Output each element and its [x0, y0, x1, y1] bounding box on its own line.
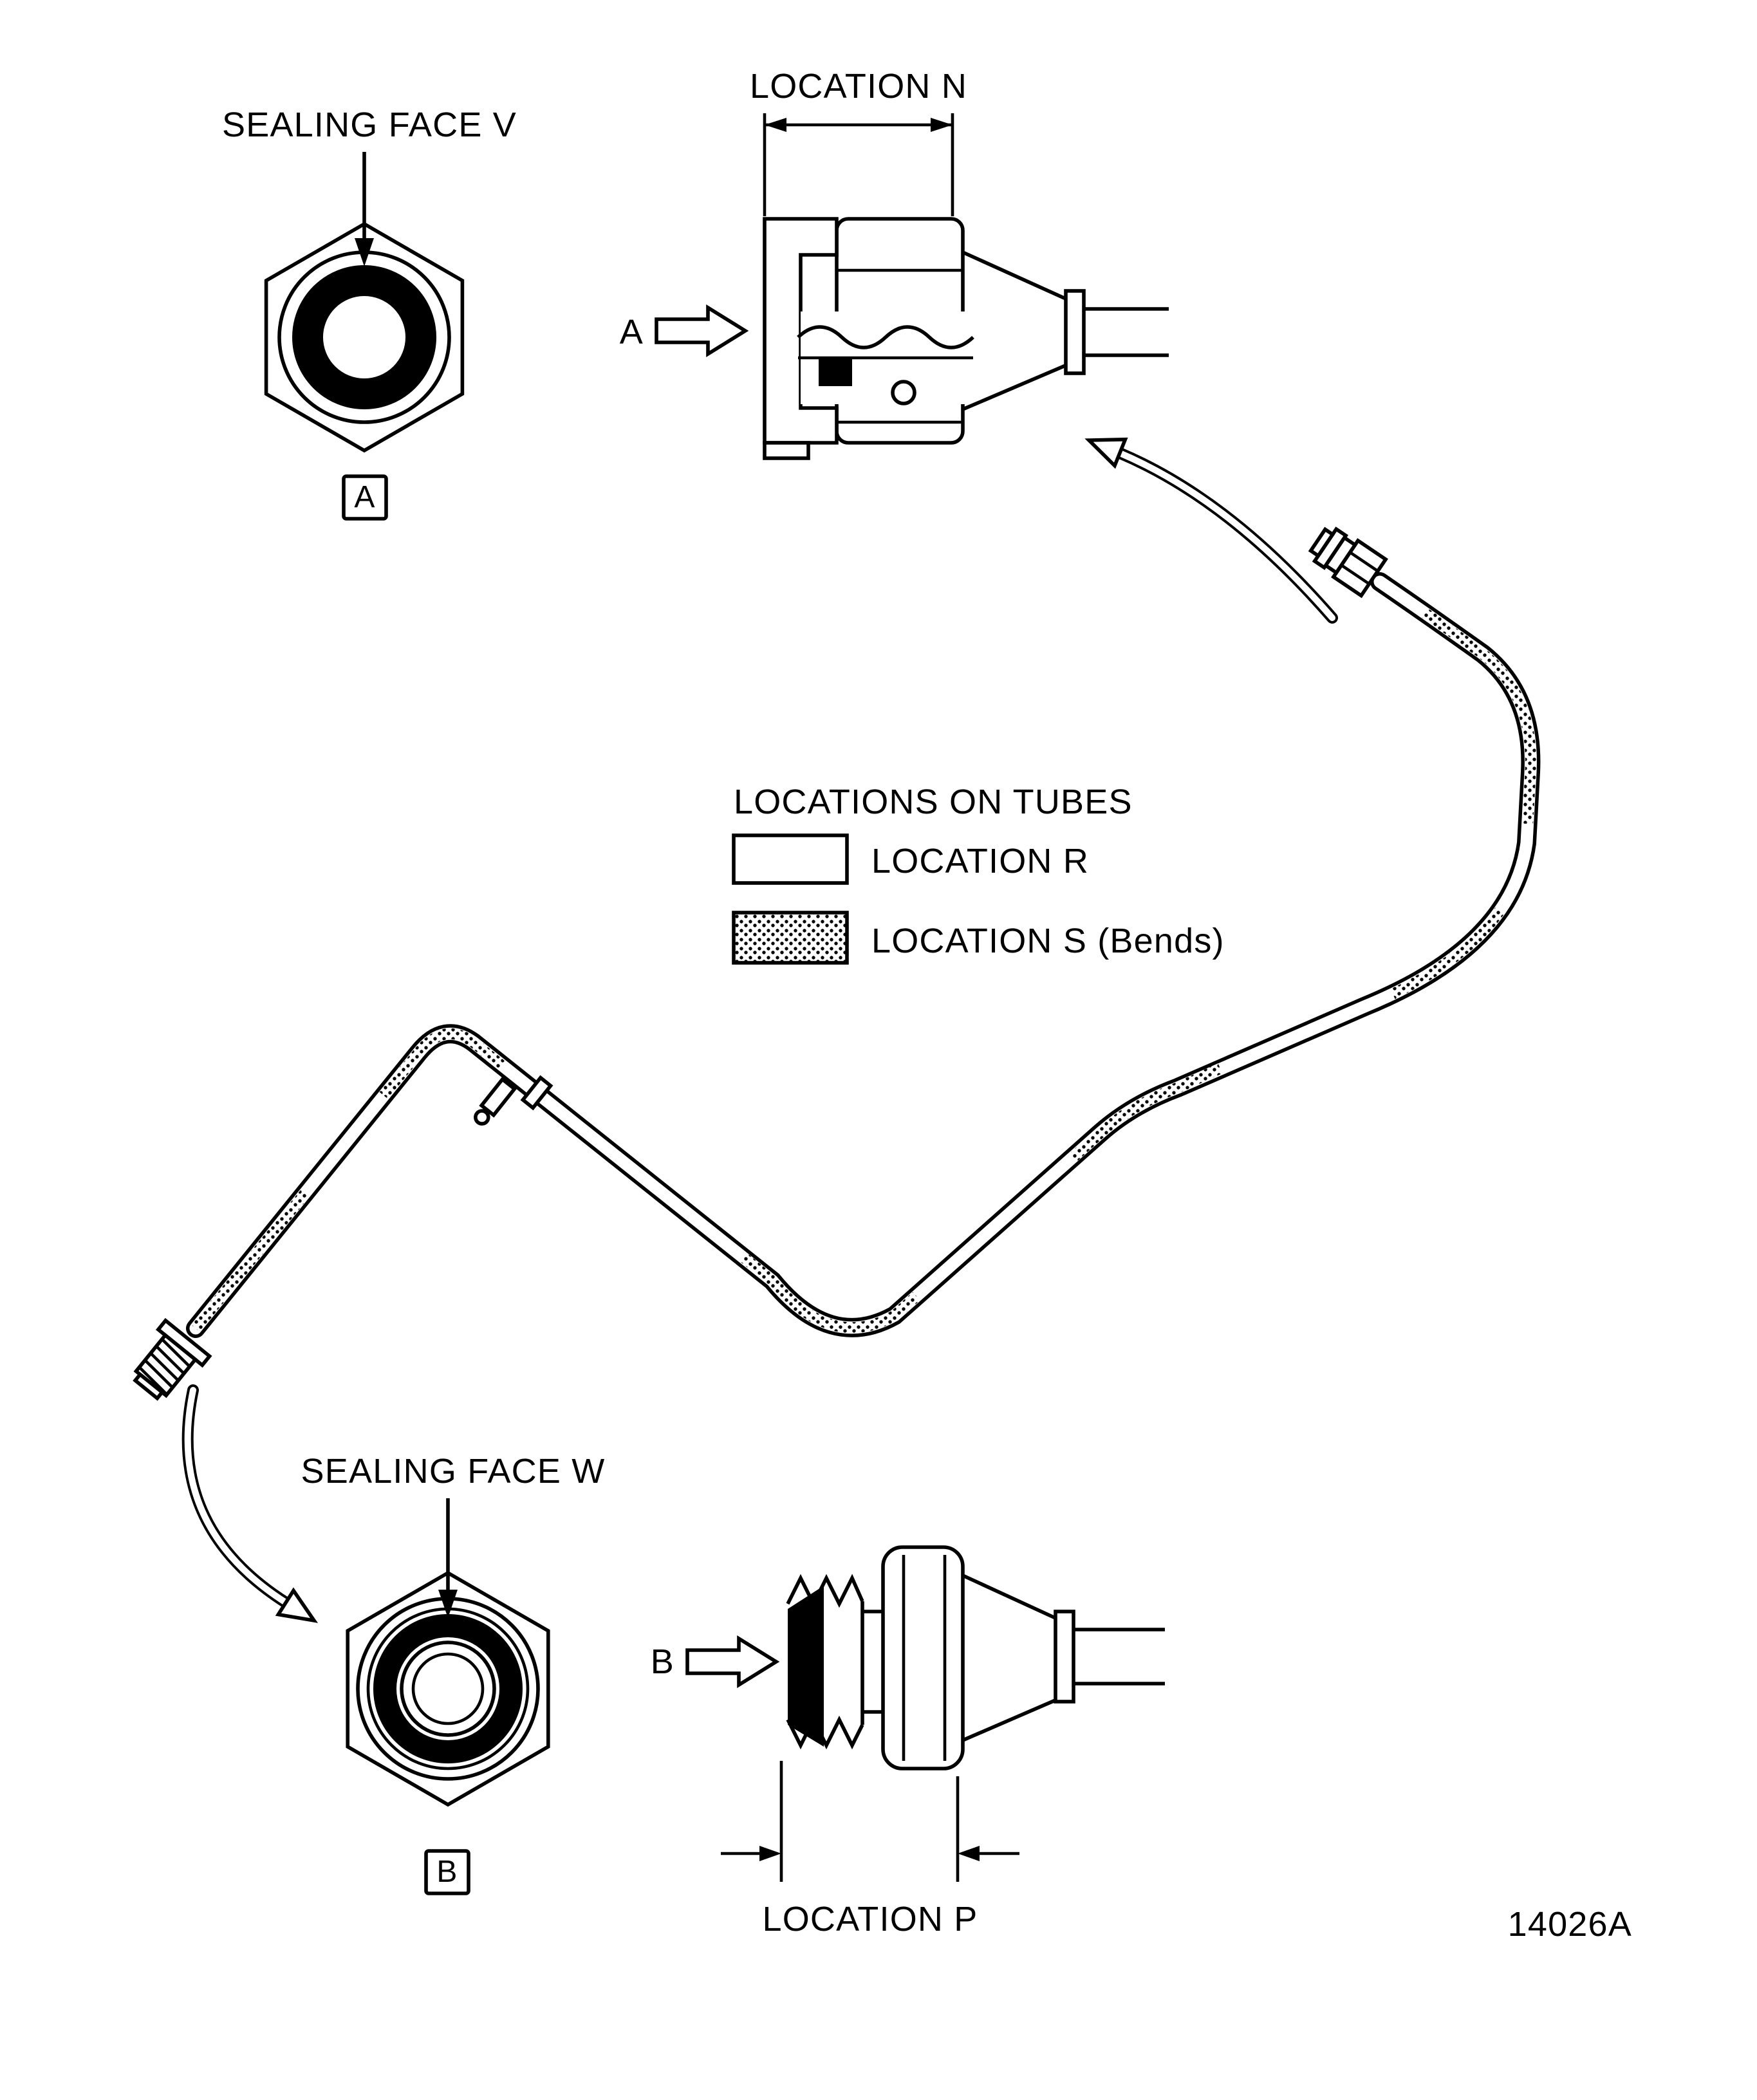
legend-swatch-location-s [732, 911, 849, 965]
callout-arrow-to-nut-b [181, 1384, 319, 1623]
legend-label-location-r: LOCATION R [871, 842, 1089, 880]
location-n-dimension [763, 113, 954, 216]
tube-clip-bracket [474, 1077, 517, 1126]
fitting-a-retainer-spring [797, 325, 974, 349]
hex-nut-a-seal-ring [292, 265, 436, 409]
pointer-a-label: A [620, 313, 644, 351]
tube-body [189, 575, 1537, 1335]
sealing-face-v-label: SEALING FACE V [222, 106, 517, 144]
bend-zone-bottom-v [740, 1253, 920, 1333]
fitting-a-ferrule [1064, 289, 1086, 375]
location-n-label: LOCATION N [750, 67, 967, 106]
fitting-a-ball [891, 380, 916, 405]
sealing-face-w-label: SEALING FACE W [301, 1452, 606, 1491]
fitting-a-shaded-section [819, 358, 852, 386]
bend-zone-upper-left-peak [379, 1028, 506, 1099]
hex-nut-view-a [264, 221, 465, 453]
tube-end-fitting-lower [133, 1317, 212, 1401]
location-p-label: LOCATION P [762, 1900, 978, 1938]
view-a-letter: A [354, 480, 375, 514]
sealing-face-v-arrow [355, 152, 374, 266]
tube-sleeve [520, 1075, 553, 1111]
callout-arrow-to-fitting-a [1084, 437, 1338, 624]
legend: LOCATIONS ON TUBES LOCATION R LOCATION S… [732, 783, 1225, 965]
figure-number: 14026A [1508, 1905, 1632, 1944]
pointer-b-block-arrow [685, 1635, 780, 1689]
legend-label-location-s: LOCATION S (Bends) [871, 922, 1225, 960]
tube-end-fitting-upper [1308, 526, 1388, 599]
fitting-b-threads-bottom [786, 1715, 864, 1750]
view-a-marker: A [342, 474, 388, 521]
legend-title: LOCATIONS ON TUBES [734, 783, 1133, 821]
tube-assembly [133, 526, 1541, 1401]
location-p-dimension [721, 1761, 1019, 1882]
fitting-drawing-b [786, 1545, 1165, 1770]
pointer-b-label: B [651, 1642, 674, 1681]
pointer-a-block-arrow [655, 304, 749, 358]
fitting-b-thread-tip [788, 1586, 824, 1747]
fitting-b-threads-top [786, 1574, 864, 1608]
hex-nut-b-inner-ring [400, 1640, 496, 1737]
bend-zone-near-lower-fitting [191, 1189, 310, 1332]
fitting-drawing-a [763, 217, 1169, 460]
sealing-face-w-arrow [438, 1498, 458, 1618]
hex-nut-b-seal-ring [373, 1614, 523, 1763]
legend-swatch-location-r [732, 833, 849, 885]
bend-zone-mid-right [1068, 1063, 1223, 1163]
view-b-letter: B [436, 1855, 458, 1889]
fitting-b-ferrule [1054, 1610, 1075, 1704]
tube-outline [186, 572, 1541, 1338]
bend-zone-right-elbow [1390, 906, 1505, 999]
fitting-b-hex [881, 1545, 965, 1770]
bend-zone-top-curve [1422, 608, 1536, 824]
view-b-marker: B [424, 1849, 470, 1895]
